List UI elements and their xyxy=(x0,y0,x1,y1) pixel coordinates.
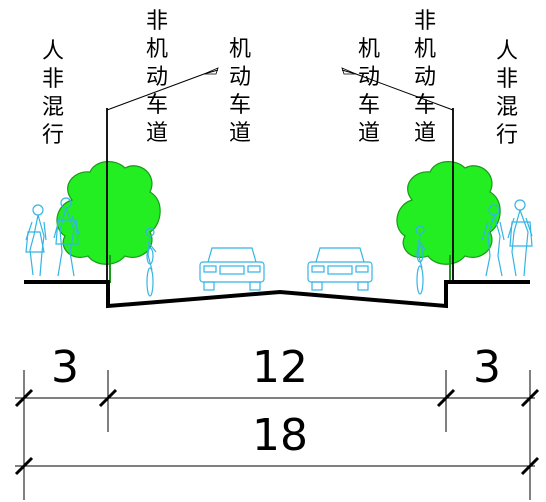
label-right-sidewalk: 人非混行 xyxy=(495,39,518,148)
label-left-bike-lane: 非机动车道 xyxy=(145,9,168,146)
right-street-lamp xyxy=(341,67,454,282)
dimension-center-width: 12 xyxy=(252,342,308,393)
dimension-total-width: 18 xyxy=(252,410,308,461)
label-right-motor-lane: 机动车道 xyxy=(357,37,380,146)
left-cyclist xyxy=(145,227,157,297)
label-left-sidewalk: 人非混行 xyxy=(41,39,64,148)
label-left-motor-lane: 机动车道 xyxy=(228,37,251,146)
left-pedestrians xyxy=(25,197,81,277)
left-tree xyxy=(56,161,161,283)
right-cyclist xyxy=(415,225,427,295)
dimension-right-width: 3 xyxy=(473,342,501,393)
left-car xyxy=(199,247,265,291)
dimension-left-width: 3 xyxy=(51,342,79,393)
label-right-bike-lane: 非机动车道 xyxy=(413,9,436,146)
left-street-lamp xyxy=(106,67,219,282)
road-profile-line xyxy=(24,280,530,309)
right-pedestrians xyxy=(481,199,533,277)
right-tree xyxy=(396,161,501,283)
dimension-lines xyxy=(14,370,540,500)
right-car xyxy=(307,247,373,291)
